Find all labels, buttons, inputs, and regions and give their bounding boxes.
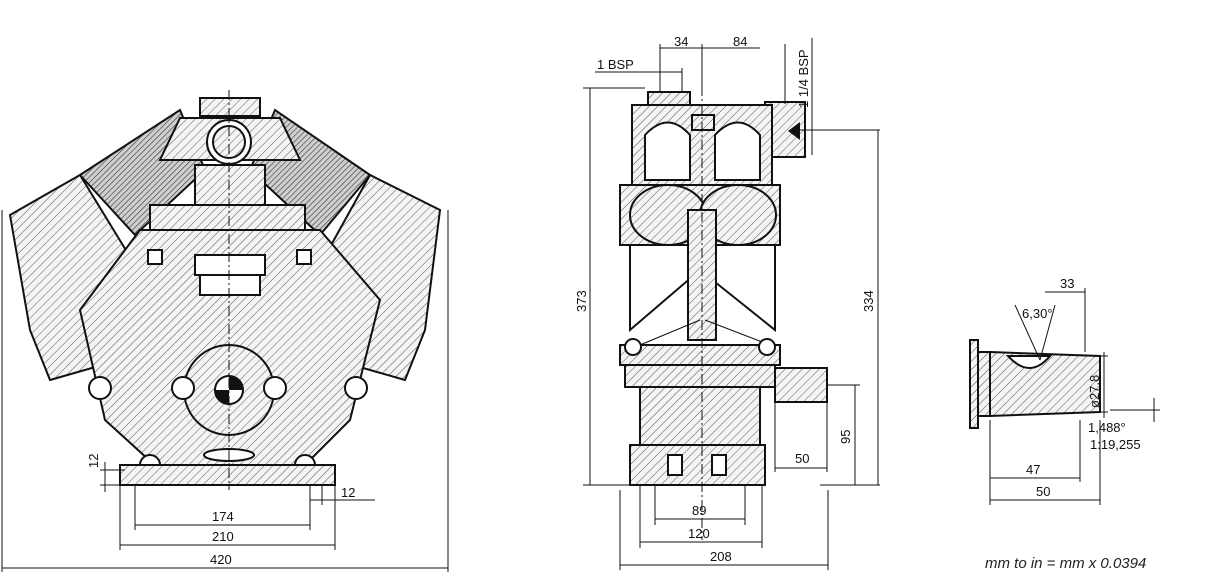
- dim-taper-angle: 1,488°: [1088, 420, 1126, 435]
- dim-50-side: 50: [795, 451, 809, 466]
- dim-34: 34: [674, 34, 688, 49]
- dim-84: 84: [733, 34, 747, 49]
- dim-overall-width: 420: [210, 552, 232, 567]
- shaft-detail: [969, 288, 1160, 505]
- side-view: 1 BSP 1 1/4 BSP 34 84 373 334 95 50 89 1…: [574, 34, 880, 570]
- dim-taper-ratio: 1:19,255: [1090, 437, 1141, 452]
- dim-33: 33: [1060, 276, 1074, 291]
- dim-foot-width: 12: [341, 485, 355, 500]
- dim-base-outer: 210: [212, 529, 234, 544]
- outlet-arrow-icon: [788, 122, 800, 140]
- front-base: [119, 464, 336, 486]
- unit-conversion-note: mm to in = mm x 0.0394: [985, 555, 1146, 572]
- dim-95: 95: [838, 430, 853, 444]
- dim-208: 208: [710, 549, 732, 564]
- dim-height-total: 373: [574, 290, 589, 312]
- dim-50-shaft: 50: [1036, 484, 1050, 499]
- side-dimensions: [583, 38, 880, 570]
- dim-base-holes: 174: [212, 509, 234, 524]
- dim-angle: 6,30°: [1022, 306, 1053, 321]
- label-inlet-thread: 1 BSP: [597, 57, 634, 72]
- top-head: [149, 97, 306, 231]
- label-outlet-thread: 1 1/4 BSP: [796, 49, 811, 108]
- dim-foot-height: 12: [86, 454, 101, 468]
- dim-height-334: 334: [861, 290, 876, 312]
- dim-89: 89: [692, 503, 706, 518]
- crankcase: [78, 229, 382, 476]
- front-view: 420 210 174 12 12: [1, 90, 449, 572]
- dim-47: 47: [1026, 462, 1040, 477]
- dim-diameter: ø27,8: [1087, 375, 1102, 408]
- dim-120: 120: [688, 526, 710, 541]
- front-dimensions: [1, 210, 449, 572]
